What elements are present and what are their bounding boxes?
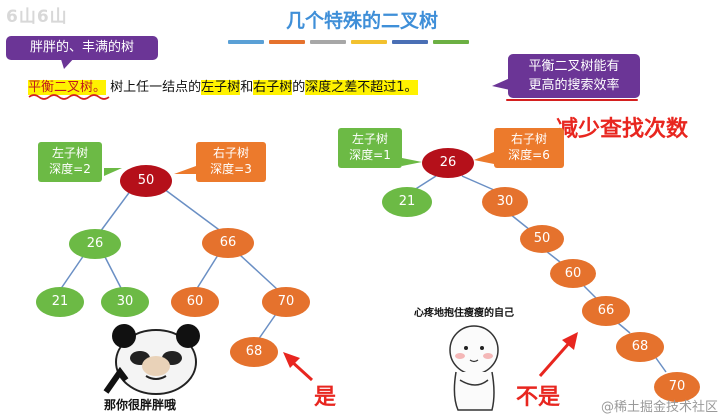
definition-part1: 树上任一结点的 [110,80,202,95]
left-tree-node-70: 70 [262,287,310,317]
hugging-self-meme-image [449,325,499,411]
callout-plump: 胖胖的、丰满的树 [6,36,158,60]
color-bar-4 [351,40,387,44]
right-tree-right-bubble-tail [474,152,494,164]
color-bar-2 [269,40,305,44]
right-tree-right-bubble-line2: 深度=6 [508,148,550,162]
callout-efficiency-line2: 更高的搜索效率 [528,78,620,93]
left-tree-left-bubble-line1: 左子树 [51,146,88,160]
left-verdict-yes: 是 [314,385,337,410]
definition-and: 和 [240,80,254,95]
right-tree-right-depth-bubble: 右子树 深度=6 [494,128,564,168]
left-tree-node-21: 21 [36,287,84,317]
right-tree-right-bubble-line1: 右子树 [510,132,547,146]
left-tree-node-26: 26 [69,229,121,259]
reduce-search-count-label: 减少查找次数 [556,117,689,142]
page-title: 几个特殊的二叉树 [285,10,438,32]
callout-efficiency-line1: 平衡二叉树能有 [528,59,620,74]
edge-26-30 [103,254,123,291]
edge-r30-50 [509,213,531,231]
left-meme: 那你很胖胖哦 [96,322,216,412]
color-bar-3 [310,40,346,44]
right-verdict-no: 不是 [516,385,561,410]
left-tree-right-bubble-line2: 深度=3 [210,162,252,176]
callout-efficiency: 平衡二叉树能有 更高的搜索效率 [508,54,640,98]
left-meme-caption: 那你很胖胖哦 [104,398,177,412]
edge-66-60 [195,254,219,291]
color-bar-1 [228,40,264,44]
right-tree-node-root: 26 [422,148,474,178]
callout-plump-text: 胖胖的、丰满的树 [29,40,134,55]
right-tree-node-66: 66 [582,296,630,326]
edge-r68-70 [655,357,667,373]
left-tree-node-60: 60 [171,287,219,317]
edge-r26-30 [461,175,495,191]
left-tree-right-bubble-tail [174,166,196,174]
definition-part2: 的 [292,80,306,95]
term-wavy-underline [28,94,110,100]
definition-end: 。 [404,80,418,95]
edge-66-70 [239,254,279,291]
left-tree-left-depth-bubble: 左子树 深度=2 [38,142,102,182]
color-bar-5 [392,40,428,44]
right-tree-node-68: 68 [616,332,664,362]
definition-text: 平衡二叉树。 树上任一结点的左子树和右子树的深度之差不超过1。 [28,76,418,95]
callout-efficiency-tail [492,78,510,90]
color-bar-6 [433,40,469,44]
right-tree-left-bubble-line2: 深度=1 [349,148,391,162]
left-tree-right-depth-bubble: 右子树 深度=3 [196,142,266,182]
site-watermark: @稀土掘金技术社区 [600,400,718,415]
left-arrow-head [283,352,300,368]
right-arrow-shaft [538,341,572,377]
term-limit: 1 [396,80,405,95]
callout-efficiency-underline [506,99,638,101]
edge-70-68 [257,313,277,341]
left-tree-node-66: 66 [202,228,254,258]
left-tree-right-bubble-line1: 右子树 [212,146,249,160]
term-right-subtree: 右子树 [253,80,293,95]
right-arrow-head [562,332,578,350]
right-tree-left-depth-bubble: 左子树 深度=1 [338,128,402,168]
edge-50-26 [99,185,135,233]
edge-r66-68 [617,322,631,334]
edge-r50-60 [545,250,561,263]
right-tree-left-bubble-line1: 左子树 [351,132,388,146]
left-tree-node-root: 50 [120,165,172,197]
term-depth-diff: 深度之差不超过 [305,80,397,95]
logo-watermark: 6山6山 [6,7,68,27]
right-tree-node-21: 21 [382,187,432,217]
term-balanced-tree: 平衡二叉树。 [28,80,107,95]
left-tree-left-bubble-line2: 深度=2 [49,162,91,176]
right-tree-node-60: 60 [550,259,596,288]
right-tree-left-bubble-tail [402,158,422,166]
right-meme-caption: 心疼地抱住瘦瘦的自己 [414,308,514,319]
panda-meme-image [103,324,200,395]
left-tree-left-bubble-tail [104,168,122,176]
edge-26-21 [59,254,85,291]
edge-r60-66 [583,285,597,299]
edge-50-66 [159,185,223,233]
right-meme: 心疼地抱住瘦瘦的自己 [412,304,532,412]
term-left-subtree: 左子树 [201,80,241,95]
left-tree-node-30: 30 [101,287,149,317]
right-tree-node-30: 30 [482,187,528,217]
left-tree-node-68: 68 [230,337,278,367]
right-tree-node-70: 70 [654,372,700,402]
right-tree-node-50: 50 [520,225,564,253]
